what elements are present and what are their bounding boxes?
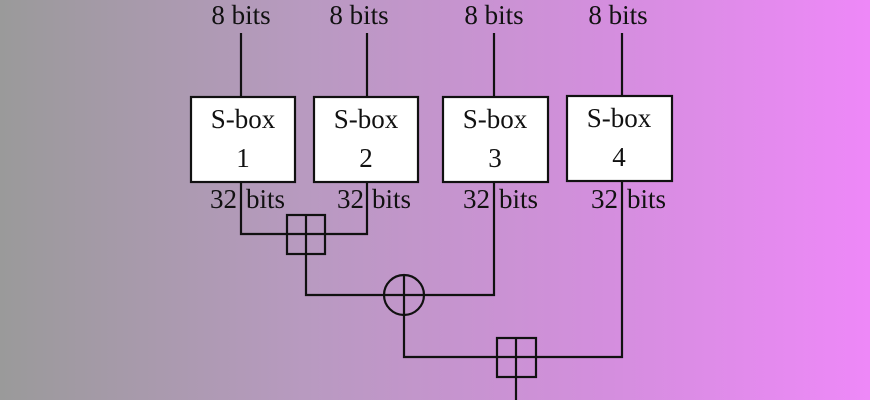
sbox-1-rect <box>189 95 297 184</box>
sbox-1: S-box 1 <box>189 95 297 184</box>
sbox-4-output-label-num: 32 <box>591 184 618 214</box>
sbox-2-output-wire <box>325 182 369 236</box>
sbox-4-input-label: 8 bits <box>588 0 647 30</box>
sbox-3-output-label-unit: bits <box>499 184 538 214</box>
addition-1-output-wire <box>304 254 384 297</box>
sbox-3-input-label: 8 bits <box>464 0 523 30</box>
sbox-4-output-wire <box>536 181 624 359</box>
sbox-1-number: 1 <box>236 143 250 173</box>
sbox-3-name: S-box <box>463 104 528 134</box>
sbox-3-output-wire <box>424 182 496 297</box>
sbox-3-output-label-num: 32 <box>463 184 490 214</box>
sbox-3-rect <box>441 95 550 184</box>
sbox-1-input-label: 8 bits <box>211 0 270 30</box>
sbox-2-output-label-num: 32 <box>337 184 364 214</box>
addition-2-icon <box>495 336 538 379</box>
sbox-2-output-label-unit: bits <box>372 184 411 214</box>
sbox-3: S-box 3 <box>441 95 550 184</box>
sbox-2: S-box 2 <box>312 95 420 184</box>
sbox-4-name: S-box <box>587 103 652 133</box>
sbox-1-name: S-box <box>211 104 276 134</box>
xor-output-wire <box>402 315 497 359</box>
sbox-1-output-wire <box>239 182 287 236</box>
sbox-2-name: S-box <box>334 104 399 134</box>
sbox-1-output-label-unit: bits <box>246 184 285 214</box>
addition-1-icon <box>285 213 327 256</box>
sbox-3-number: 3 <box>488 143 502 173</box>
xor-icon <box>382 273 426 317</box>
sbox-4-number: 4 <box>612 142 626 172</box>
sbox-2-input-label: 8 bits <box>329 0 388 30</box>
sbox-4-output-label-unit: bits <box>627 184 666 214</box>
sbox-4-rect <box>565 94 674 183</box>
sbox-2-number: 2 <box>359 143 373 173</box>
sbox-4: S-box 4 <box>565 94 674 183</box>
sbox-1-output-label-num: 32 <box>210 184 237 214</box>
